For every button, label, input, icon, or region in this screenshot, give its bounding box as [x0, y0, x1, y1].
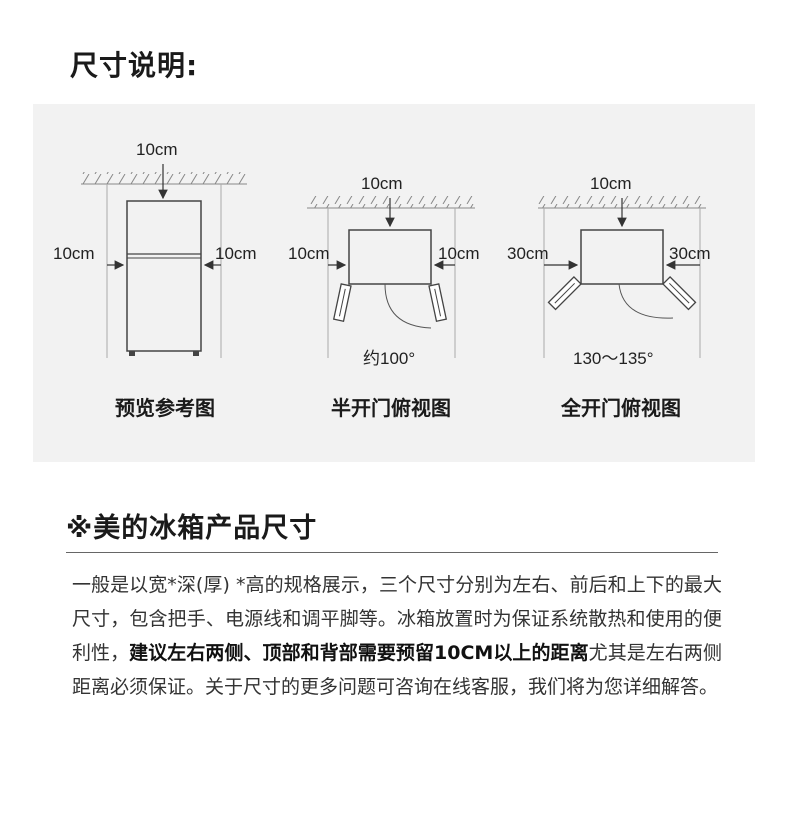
- caption-half-open: 半开门俯视图: [331, 396, 451, 420]
- diagram-panel: 10cm 10cm 10cm 预览参考图 10cm 10cm 10cm 约100…: [33, 104, 755, 462]
- top-gap-label-2: 10cm: [361, 174, 403, 193]
- page-title: 尺寸说明:: [70, 49, 199, 82]
- top-gap-label-3: 10cm: [590, 174, 632, 193]
- caption-full-open: 全开门俯视图: [561, 396, 681, 420]
- right-gap-label-2: 10cm: [438, 244, 480, 263]
- caption-preview: 预览参考图: [115, 396, 215, 420]
- half-open-top-view-diagram: [307, 196, 475, 358]
- divider: [66, 552, 718, 553]
- section-title: ※美的冰箱产品尺寸: [66, 513, 318, 544]
- right-gap-label-1: 10cm: [215, 244, 257, 263]
- front-view-diagram: [81, 164, 247, 358]
- left-gap-label-3: 30cm: [507, 244, 549, 263]
- right-gap-label-3: 30cm: [669, 244, 711, 263]
- door-angle-label-2: 约100°: [363, 349, 416, 368]
- left-gap-label-2: 10cm: [288, 244, 330, 263]
- description-text-2: 尤其是左右两侧距离必须保证。关于尺寸的更多问题可咨询在线客服，我们将为您详细解答…: [72, 642, 722, 698]
- top-gap-label-1: 10cm: [136, 140, 178, 159]
- clearance-diagrams: [81, 164, 706, 358]
- description-highlight: 建议左右两侧、顶部和背部需要预留10CM以上的距离: [129, 642, 589, 664]
- door-angle-label-3: 130～135°: [573, 349, 654, 368]
- full-open-top-view-diagram: [538, 196, 706, 358]
- description-paragraph: 一般是以宽*深(厚) *高的规格展示，三个尺寸分别为左右、前后和上下的最大尺寸，…: [72, 568, 722, 704]
- description-text-1: 一般是以宽*深(厚) *高的规格展示，三个尺寸分别为左右、前后和上下的最大尺寸，…: [72, 574, 722, 664]
- left-gap-label-1: 10cm: [53, 244, 95, 263]
